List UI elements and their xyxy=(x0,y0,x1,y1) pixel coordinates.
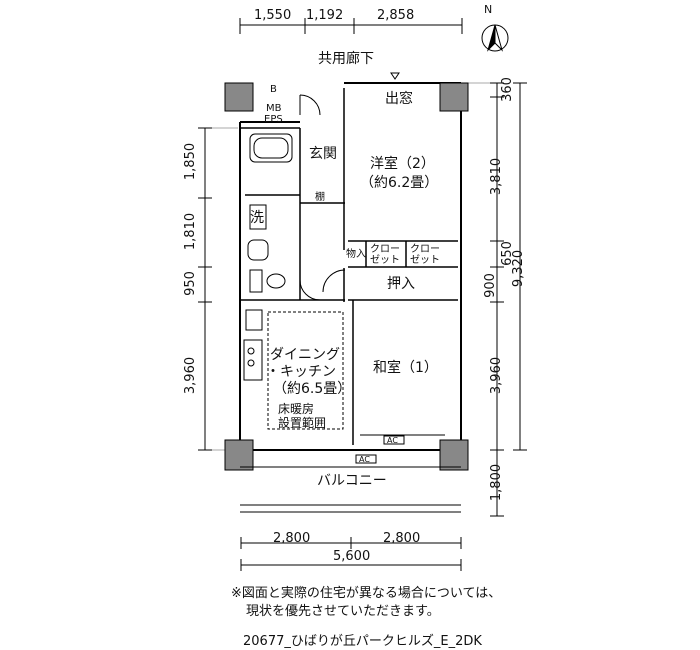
closet-1-label: クロー xyxy=(370,244,400,255)
entrance-label: 玄関 xyxy=(309,146,337,162)
dim-bottom-2: 2,800 xyxy=(383,531,421,546)
dim-right-1: 360 xyxy=(499,77,515,102)
western-room-size: （約6.2畳） xyxy=(360,175,439,191)
dim-right-6: 1,800 xyxy=(489,463,505,502)
laundry-label: 洗 xyxy=(250,210,264,226)
floor-heating-label-1: 床暖房 xyxy=(278,402,315,416)
ac-label-2: AC xyxy=(359,455,370,464)
dim-right-total: 9,320 xyxy=(511,249,527,288)
b-label: B xyxy=(270,84,277,95)
note-line-2: 現状を優先させていただきます。 xyxy=(246,604,440,619)
dim-left-1: 1,850 xyxy=(183,142,199,181)
caption: 20677_ひばりが丘パークヒルズ_E_2DK xyxy=(243,634,482,649)
floor-heating-label-2: 設置範囲 xyxy=(278,416,327,430)
dim-right-4: 900 xyxy=(482,273,498,298)
dim-left-4: 3,960 xyxy=(183,356,199,395)
dim-right-2: 3,810 xyxy=(489,157,505,196)
western-room-label: 洋室（2） xyxy=(370,156,435,172)
balcony-label: バルコニー xyxy=(317,473,387,489)
dk-size: （約6.5畳） xyxy=(273,381,352,397)
north-label: N xyxy=(484,3,493,16)
dim-top-1: 1,550 xyxy=(254,8,292,23)
shelf-label: 棚 xyxy=(315,192,325,203)
dim-bottom-1: 2,800 xyxy=(273,531,311,546)
mb-label: MB xyxy=(266,103,282,114)
corridor-label: 共用廊下 xyxy=(318,51,374,67)
dim-bottom-total: 5,600 xyxy=(333,549,371,564)
closet-2-label-2: ゼット xyxy=(410,255,440,266)
dk-label-2: ・キッチン xyxy=(266,364,336,380)
dim-top-3: 2,858 xyxy=(377,8,415,23)
dim-right-5: 3,960 xyxy=(489,356,505,395)
bay-window-label: 出窓 xyxy=(385,91,413,107)
dim-top-2: 1,192 xyxy=(306,8,344,23)
dim-left-2: 1,810 xyxy=(183,212,199,251)
dk-label-1: ダイニング xyxy=(270,347,340,363)
oshiire-label: 押入 xyxy=(387,276,415,292)
storage-label: 物入 xyxy=(346,249,366,260)
closet-1-label-2: ゼット xyxy=(370,255,400,266)
japanese-room-label: 和室（1） xyxy=(373,360,438,376)
ac-label-1: AC xyxy=(387,436,398,445)
note-line-1: ※図面と実際の住宅が異なる場合については、 xyxy=(231,586,502,601)
closet-2-label: クロー xyxy=(410,244,440,255)
eps-label: EPS xyxy=(264,114,283,125)
dim-left-3: 950 xyxy=(182,271,198,296)
